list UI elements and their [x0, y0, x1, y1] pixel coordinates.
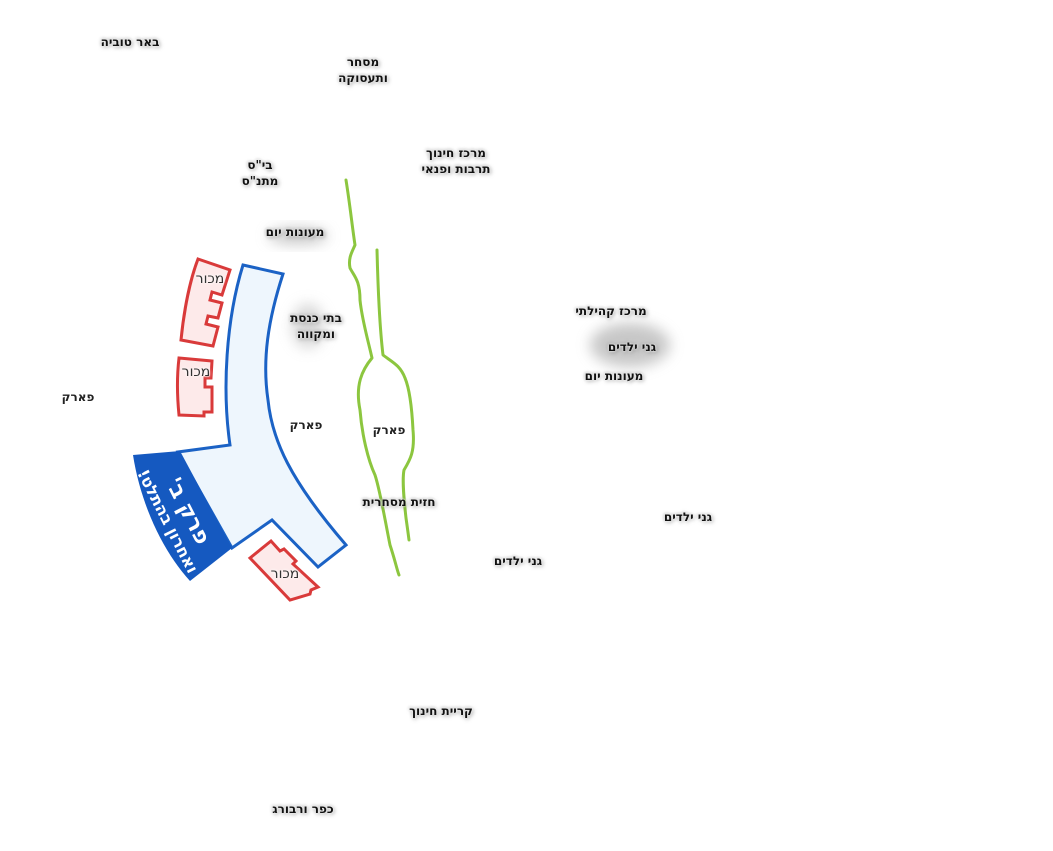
label-education-campus: קריית חינוך — [409, 703, 473, 719]
green-park-path — [344, 178, 415, 577]
label-park-mid-line-1: פארק — [289, 418, 323, 432]
label-education-campus-line-1: קריית חינוך — [409, 704, 473, 718]
sold-plot-1 — [179, 257, 232, 348]
label-kfar-warburg: כפר ורבורג — [272, 801, 333, 817]
label-school-line-1: בי"ס — [247, 158, 273, 172]
label-daycare-2: מעונות יום — [585, 368, 644, 384]
label-park-green-line-1: פארק — [372, 423, 406, 437]
label-beer-tuvia-line-1: באר טוביה — [100, 35, 160, 49]
label-synagogues: בתי כנסת ומקווה — [290, 310, 342, 342]
label-community-center: מרכז קהילתי — [575, 303, 646, 319]
shadow-synagogue — [292, 304, 324, 348]
sold-label-3: מכור — [270, 566, 300, 582]
label-education-center-line-1: מרכז חינוך — [426, 146, 486, 160]
label-community-center-line-1: מרכז קהילתי — [575, 304, 647, 318]
label-commerce-line-2: ותעסוקה — [338, 71, 388, 85]
label-beer-tuvia: באר טוביה — [101, 34, 160, 50]
label-park-west: פארק — [62, 389, 95, 405]
label-kfar-warburg-line-1: כפר ורבורג — [272, 802, 334, 816]
label-park-west-line-1: פארק — [61, 390, 95, 404]
sold-plot-3 — [247, 538, 321, 602]
label-commercial-front-line-1: חזית מסחרית — [362, 495, 436, 509]
sold-plots — [176, 257, 321, 602]
label-park-mid: פארק — [290, 417, 323, 433]
label-commercial-front: חזית מסחרית — [363, 494, 436, 510]
label-park-green: פארק — [373, 422, 406, 438]
label-kindergarten-2-line-1: גני ילדים — [663, 510, 713, 524]
phase-b-block — [133, 451, 232, 581]
label-kindergarten-3: גני ילדים — [494, 553, 542, 569]
sold-plot-2 — [176, 356, 214, 418]
label-school-line-2: מתנ"ס — [241, 174, 279, 188]
shadow-community — [590, 323, 670, 367]
label-kindergarten-1-line-1: גני ילדים — [607, 340, 657, 354]
green-path-east — [375, 248, 415, 542]
label-commerce: מסחר ותעסוקה — [338, 54, 388, 86]
label-education-center: מרכז חינוך תרבות ופנאי — [422, 145, 491, 177]
green-path-west — [344, 178, 401, 577]
label-shadows — [268, 228, 670, 367]
label-daycare-1: מעונות יום — [266, 224, 325, 240]
label-kindergarten-2: גני ילדים — [664, 509, 712, 525]
label-commerce-line-1: מסחר — [346, 55, 380, 69]
label-synagogues-line-1: בתי כנסת — [290, 311, 342, 325]
label-daycare-2-line-1: מעונות יום — [584, 369, 644, 383]
sold-label-2: מכור — [181, 364, 211, 380]
label-school: בי"ס מתנ"ס — [242, 157, 279, 189]
label-synagogues-line-2: ומקווה — [296, 327, 336, 341]
label-kindergarten-3-line-1: גני ילדים — [493, 554, 543, 568]
development-area-outline — [175, 263, 349, 570]
label-kindergarten-1: גני ילדים — [608, 339, 656, 355]
label-education-center-line-2: תרבות ופנאי — [421, 162, 491, 176]
sold-label-1: מכור — [195, 271, 225, 287]
shadow-daycare — [268, 228, 328, 244]
label-daycare-1-line-1: מעונות יום — [265, 225, 325, 239]
